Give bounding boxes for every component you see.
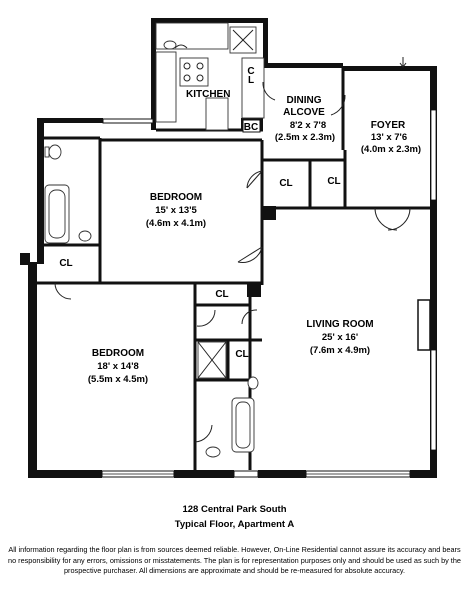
kitchen-fixtures xyxy=(155,22,265,131)
closet-labels: CL CL CL CL CL BC C L xyxy=(59,66,340,360)
bedroom-1-dims-m: (4.6m x 4.1m) xyxy=(146,218,206,229)
bath-1-fixtures xyxy=(44,144,92,244)
kitchen-label: KITCHEN xyxy=(186,89,230,100)
broom-closet-label: BC xyxy=(244,122,258,133)
room-labels: KITCHEN DINING ALCOVE 8'2 x 7'8 (2.5m x … xyxy=(88,89,421,385)
foyer-dims-ft: 13' x 7'6 xyxy=(371,132,407,143)
bedroom-2-label: BEDROOM xyxy=(92,348,144,359)
bedroom-1-label: BEDROOM xyxy=(150,192,202,203)
bedroom-1-dims-ft: 15' x 13'5 xyxy=(155,205,197,216)
caption-address: 128 Central Park South xyxy=(182,504,287,515)
closet-label: CL xyxy=(215,289,228,300)
closet-label: CL xyxy=(279,178,292,189)
kitchen-closet-c: C xyxy=(247,66,254,77)
dining-dims-ft: 8'2 x 7'8 xyxy=(290,120,326,131)
living-room-label: LIVING ROOM xyxy=(306,319,373,330)
closet-label: CL xyxy=(235,349,248,360)
exterior-walls xyxy=(28,18,437,478)
closet-label: CL xyxy=(327,176,340,187)
closet-label: CL xyxy=(59,258,72,269)
dining-label-1: DINING xyxy=(287,95,322,106)
dining-label-2: ALCOVE xyxy=(283,107,325,118)
dining-dims-m: (2.5m x 2.3m) xyxy=(275,132,335,143)
doors xyxy=(54,57,411,443)
foyer-dims-m: (4.0m x 2.3m) xyxy=(361,144,421,155)
bedroom-2-dims-ft: 18' x 14'8 xyxy=(97,361,139,372)
foyer-label: FOYER xyxy=(371,120,406,131)
kitchen-closet-l: L xyxy=(248,75,254,86)
bath-2-fixtures xyxy=(197,341,259,458)
disclaimer-text: All information regarding the floor plan… xyxy=(8,545,461,575)
living-room-dims-ft: 25' x 16' xyxy=(322,332,358,343)
bedroom-2-dims-m: (5.5m x 4.5m) xyxy=(88,374,148,385)
living-room-dims-m: (7.6m x 4.9m) xyxy=(310,345,370,356)
caption-unit: Typical Floor, Apartment A xyxy=(174,519,295,530)
